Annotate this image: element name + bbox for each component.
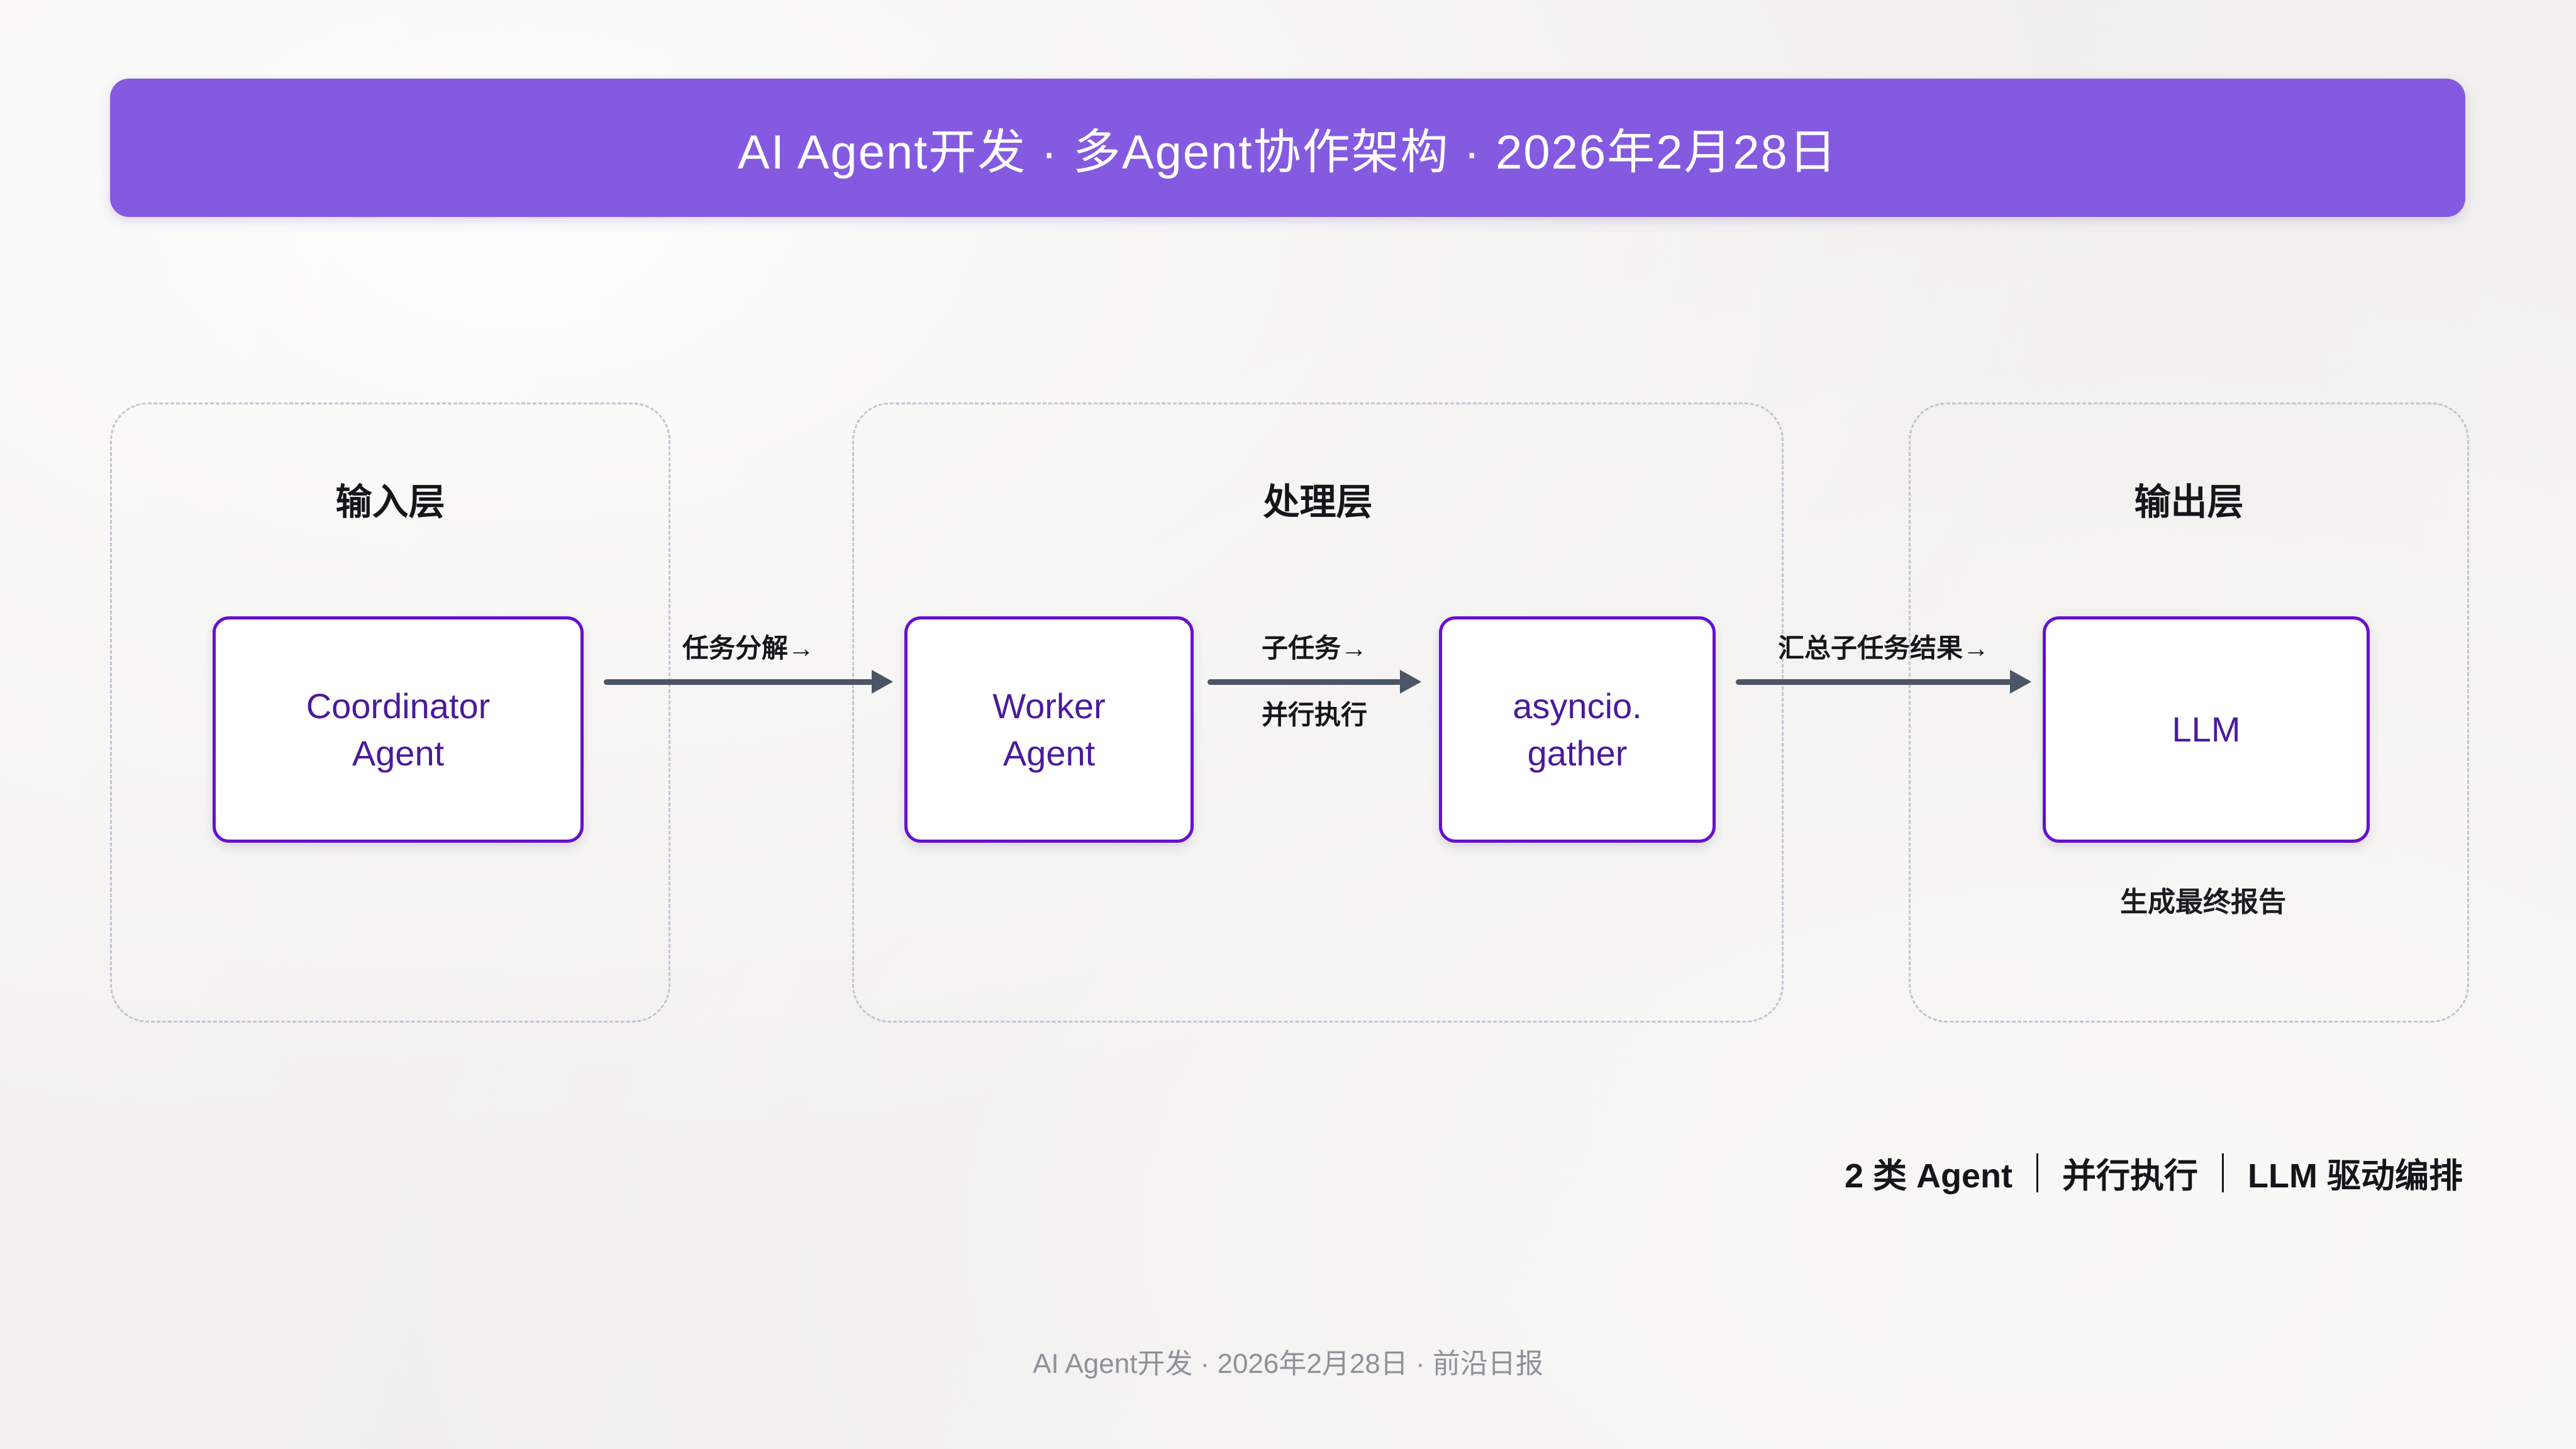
arrow-gather-to-llm-label-above: 汇总子任务结果→ (1777, 633, 1989, 663)
node-asyncio-gather[interactable]: asyncio. gather (1439, 616, 1716, 843)
arrow-shaft (1736, 679, 2012, 685)
layer-group-output: 输出层 (1909, 402, 2469, 1023)
node-asyncio-gather-line1: asyncio. (1513, 686, 1642, 726)
arrow-head-icon (2010, 670, 2031, 694)
layer-group-process: 处理层 (852, 402, 1784, 1023)
arrow-worker-to-gather: 子任务→ 并行执行 (1208, 635, 1421, 824)
node-asyncio-gather-line2: gather (1527, 733, 1628, 773)
node-coordinator-agent-label: Coordinator Agent (297, 682, 499, 777)
arrow-coordinator-to-worker-label-above: 任务分解→ (682, 633, 814, 663)
arrow-head-icon (1400, 670, 1421, 694)
summary-divider (2036, 1153, 2039, 1192)
layer-group-input-label: 输入层 (335, 482, 445, 523)
layer-group-input: 输入层 (110, 402, 670, 1023)
node-worker-agent[interactable]: Worker Agent (904, 616, 1194, 843)
node-worker-agent-label: Worker Agent (984, 682, 1114, 777)
summary-divider (2222, 1153, 2224, 1192)
node-llm-label: LLM (2172, 709, 2241, 750)
arrow-worker-to-gather-label-above: 子任务→ (1261, 633, 1367, 663)
node-llm-caption: 生成最终报告 (2120, 887, 2286, 918)
summary-bar: 2 类 Agent 并行执行 LLM 驱动编排 (1845, 1148, 2463, 1197)
summary-item-parallel-exec: 并行执行 (2062, 1157, 2199, 1195)
arrow-shaft (1208, 679, 1402, 685)
footer-text: AI Agent开发 · 2026年2月28日 · 前沿日报 (1033, 1348, 1543, 1379)
arrow-worker-to-gather-line (1208, 670, 1421, 694)
arrow-gather-to-llm: 汇总子任务结果→ (1736, 635, 2031, 824)
arrow-worker-to-gather-label-below: 并行执行 (1261, 700, 1367, 730)
arrow-head-icon (872, 670, 893, 694)
arrow-shaft (604, 679, 874, 685)
summary-item-llm-orchestration: LLM 驱动编排 (2248, 1157, 2463, 1195)
node-asyncio-gather-label: asyncio. gather (1504, 682, 1650, 777)
arrow-gather-to-llm-line (1736, 670, 2031, 694)
node-worker-agent-line2: Agent (1002, 733, 1096, 773)
page-title: AI Agent开发 · 多Agent协作架构 · 2026年2月28日 (738, 126, 1838, 179)
arrow-coordinator-to-worker-line (604, 670, 893, 694)
header-bar: AI Agent开发 · 多Agent协作架构 · 2026年2月28日 (110, 79, 2465, 217)
node-llm[interactable]: LLM (2043, 616, 2370, 843)
node-worker-agent-line1: Worker (992, 686, 1106, 726)
summary-item-agent-count: 2 类 Agent (1845, 1157, 2013, 1195)
node-coordinator-agent-line2: Agent (352, 733, 445, 773)
layer-group-output-label: 输出层 (2134, 482, 2244, 523)
node-coordinator-agent[interactable]: Coordinator Agent (213, 616, 584, 843)
arrow-coordinator-to-worker: 任务分解→ (604, 635, 893, 824)
node-coordinator-agent-line1: Coordinator (306, 686, 491, 726)
layer-group-process-label: 处理层 (1263, 482, 1373, 523)
